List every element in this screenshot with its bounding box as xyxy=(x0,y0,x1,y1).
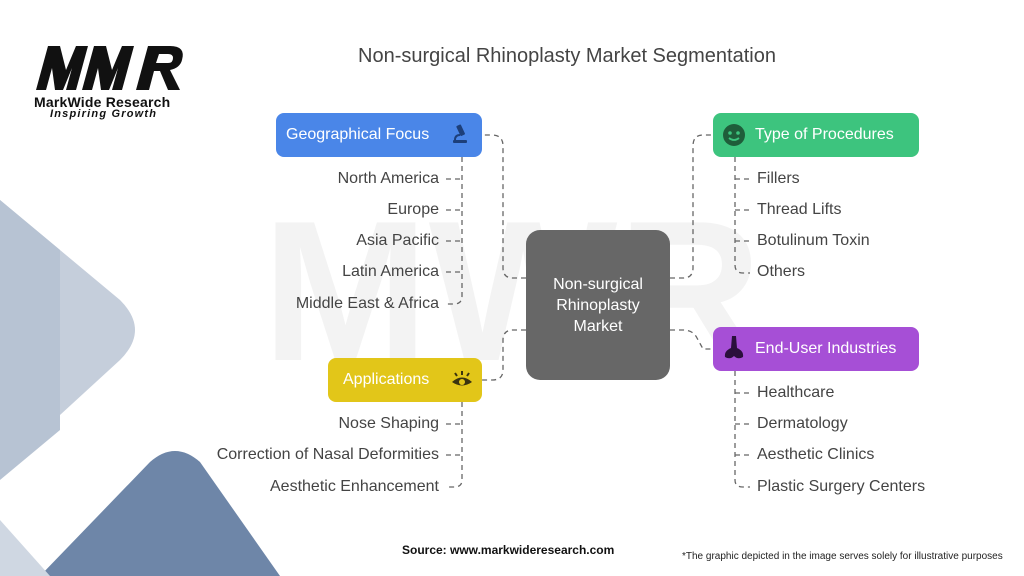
category-label: End-User Industries xyxy=(755,340,897,357)
list-item: Nose Shaping xyxy=(338,415,439,432)
list-item: Aesthetic Clinics xyxy=(757,446,875,463)
logo-name: MarkWide Research xyxy=(34,94,171,110)
list-item: Botulinum Toxin xyxy=(757,232,870,249)
category-label: Applications xyxy=(343,371,430,388)
center-label: Non-surgical Rhinoplasty Market xyxy=(553,275,643,335)
list-item: North America xyxy=(337,170,439,187)
category-end-user-industries: End-User Industries xyxy=(713,327,919,371)
page-title: Non-surgical Rhinoplasty Market Segmenta… xyxy=(358,45,776,67)
source-text: Source: www.markwideresearch.com xyxy=(402,543,615,557)
list-item: Latin America xyxy=(342,263,439,280)
list-item: Fillers xyxy=(757,170,800,187)
list-item: Asia Pacific xyxy=(356,232,439,249)
category-label: Geographical Focus xyxy=(286,126,430,143)
category-geographical-focus: Geographical Focus xyxy=(276,113,482,157)
list-item: Thread Lifts xyxy=(757,201,842,218)
category-type-of-procedures: Type of Procedures xyxy=(713,113,919,157)
list-item: Correction of Nasal Deformities xyxy=(216,446,439,463)
list-item: Others xyxy=(757,263,806,280)
list-item: Plastic Surgery Centers xyxy=(757,478,926,495)
face-icon xyxy=(722,123,746,147)
list-item: Dermatology xyxy=(757,415,848,432)
nose-icon xyxy=(722,336,746,360)
markwide-logo xyxy=(30,40,200,120)
list-item: Aesthetic Enhancement xyxy=(270,478,439,495)
center-node: Non-surgical Rhinoplasty Market xyxy=(526,230,670,380)
category-label: Type of Procedures xyxy=(755,126,894,143)
list-item: Europe xyxy=(387,201,439,218)
logo-tagline: Inspiring Growth xyxy=(50,108,158,120)
disclaimer-text: *The graphic depicted in the image serve… xyxy=(682,551,1003,562)
list-item: Healthcare xyxy=(757,384,835,401)
category-applications: Applications xyxy=(328,358,482,402)
list-item: Middle East & Africa xyxy=(295,295,439,312)
microscope-icon xyxy=(448,123,472,147)
mwr-logo-mark xyxy=(36,46,183,90)
eye-icon xyxy=(450,368,474,392)
